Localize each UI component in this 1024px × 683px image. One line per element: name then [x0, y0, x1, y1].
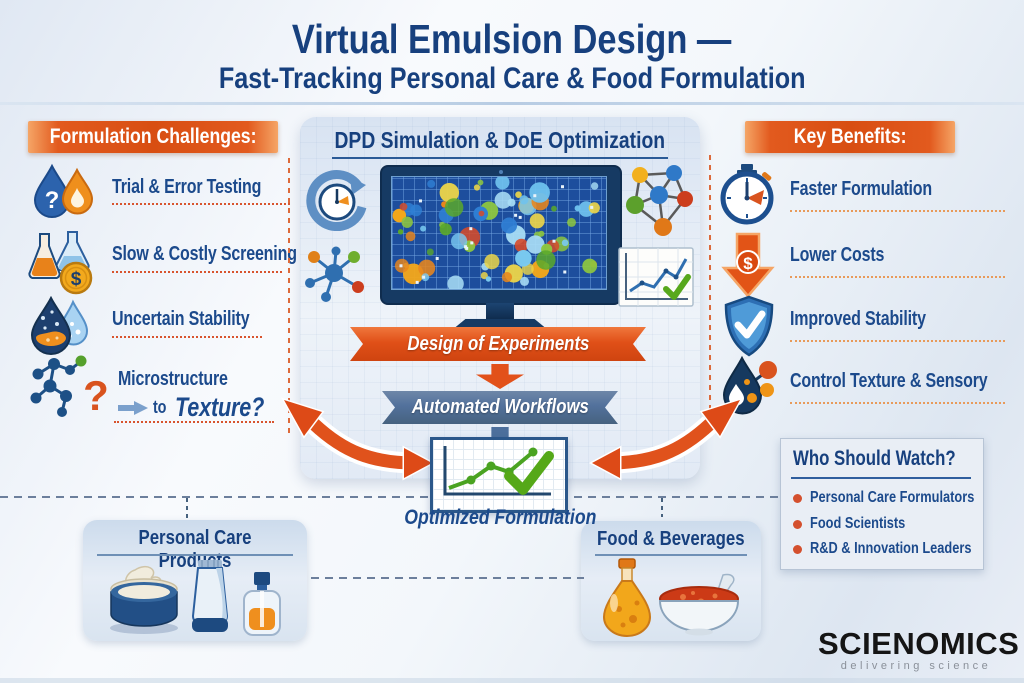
dotted-rule	[790, 340, 1005, 342]
who-box-title: Who Should Watch?	[793, 447, 956, 470]
simulation-monitor-icon	[380, 165, 622, 305]
tube-icon	[191, 560, 229, 632]
bullet-icon	[793, 544, 802, 554]
molecule-question-icon: ?	[30, 355, 109, 419]
texture-word: Texture?	[174, 392, 264, 422]
svg-text:?: ?	[45, 187, 60, 214]
monitor-stand-base	[452, 319, 548, 330]
droplets-question-icon: ?	[33, 163, 94, 218]
monitor-stand-neck	[486, 303, 514, 319]
scienomics-logo: SCIENOMICS	[818, 626, 1020, 661]
challenge-label: Uncertain Stability	[112, 308, 250, 330]
mini-trend-chart-icon	[618, 247, 694, 307]
svg-text:$: $	[71, 269, 82, 290]
who-bullet-row: R&D & Innovation Leaders	[793, 540, 1012, 558]
who-should-watch-box: Who Should Watch? Personal Care Formulat…	[780, 438, 984, 570]
who-bullet-row: Personal Care Formulators	[793, 489, 1015, 507]
who-bullet-row: Food Scientists	[793, 515, 929, 533]
svg-text:?: ?	[83, 372, 109, 419]
dotted-rule	[790, 210, 1005, 212]
optimized-formulation-label: Optimized Formulation	[403, 506, 597, 529]
dotted-rule	[790, 402, 1005, 404]
panel-rule	[595, 554, 747, 556]
simulation-screen	[391, 176, 607, 290]
bullet-icon	[793, 493, 802, 503]
ribbon-design-of-experiments: Design of Experiments	[350, 327, 646, 361]
bullet-icon	[793, 519, 802, 529]
title-divider	[0, 102, 1024, 105]
benefit-label: Improved Stability	[790, 308, 926, 330]
panel-rule	[97, 554, 293, 556]
benefits-banner: Key Benefits:	[745, 121, 955, 153]
challenge-label: Microstructure	[118, 368, 228, 390]
down-arrow-orange-icon	[476, 364, 524, 389]
challenge-label-line2: to Texture?	[118, 392, 286, 423]
dotted-rule	[790, 276, 1005, 278]
page-title: Virtual Emulsion Design —	[292, 16, 732, 62]
challenges-banner: Formulation Challenges:	[28, 121, 278, 153]
dotted-rule	[112, 203, 290, 205]
droplet-molecule-icon	[722, 355, 777, 415]
benefit-label: Faster Formulation	[790, 178, 933, 200]
cream-jar-icon	[110, 566, 178, 634]
molecule-icon	[305, 246, 364, 302]
droplets-stability-icon	[30, 296, 89, 355]
clock-cycle-icon	[306, 170, 367, 232]
trend-chart-check-icon	[430, 437, 568, 513]
bullet-label: Personal Care Formulators	[810, 489, 975, 506]
card-title: DPD Simulation & DoE Optimization	[334, 127, 666, 153]
cost-down-arrow-icon: $	[721, 232, 775, 298]
arrow-right-icon	[118, 400, 148, 415]
svg-text:$: $	[743, 254, 753, 273]
ribbon-automated-workflows: Automated Workflows	[382, 391, 618, 424]
texture-prefix: to	[153, 397, 167, 417]
card-title-rule	[332, 157, 668, 159]
oil-bottle-icon	[602, 558, 652, 637]
who-box-rule	[791, 477, 971, 479]
dotted-rule	[112, 336, 262, 338]
benefit-label: Control Texture & Sensory	[790, 370, 988, 392]
serum-bottle-icon	[243, 572, 281, 636]
dotted-rule	[112, 271, 282, 273]
webcam-dot	[499, 170, 503, 174]
dotted-rule	[114, 421, 274, 423]
food-beverages-panel: Food & Beverages	[581, 521, 761, 641]
challenge-label: Slow & Costly Screening	[112, 243, 297, 265]
challenge-label: Trial & Error Testing	[112, 176, 262, 198]
bullet-label: Food Scientists	[810, 515, 906, 532]
shield-check-icon	[724, 295, 774, 357]
personal-care-panel: Personal Care Products	[83, 520, 307, 641]
flasks-dollar-icon: $	[28, 231, 93, 295]
particle-simulation	[392, 177, 600, 289]
bottom-edge	[0, 678, 1024, 683]
bullet-label: R&D & Innovation Leaders	[810, 540, 972, 557]
simulation-card: DPD Simulation & DoE Optimization	[300, 117, 700, 479]
page-subtitle: Fast-Tracking Personal Care & Food Formu…	[218, 62, 806, 95]
food-beverages-title: Food & Beverages	[597, 528, 745, 550]
sauce-bowl-icon	[658, 573, 740, 636]
logo-tagline: delivering science	[840, 660, 992, 672]
network-graph-icon	[626, 165, 693, 236]
stopwatch-icon	[720, 164, 774, 225]
benefit-label: Lower Costs	[790, 244, 885, 266]
